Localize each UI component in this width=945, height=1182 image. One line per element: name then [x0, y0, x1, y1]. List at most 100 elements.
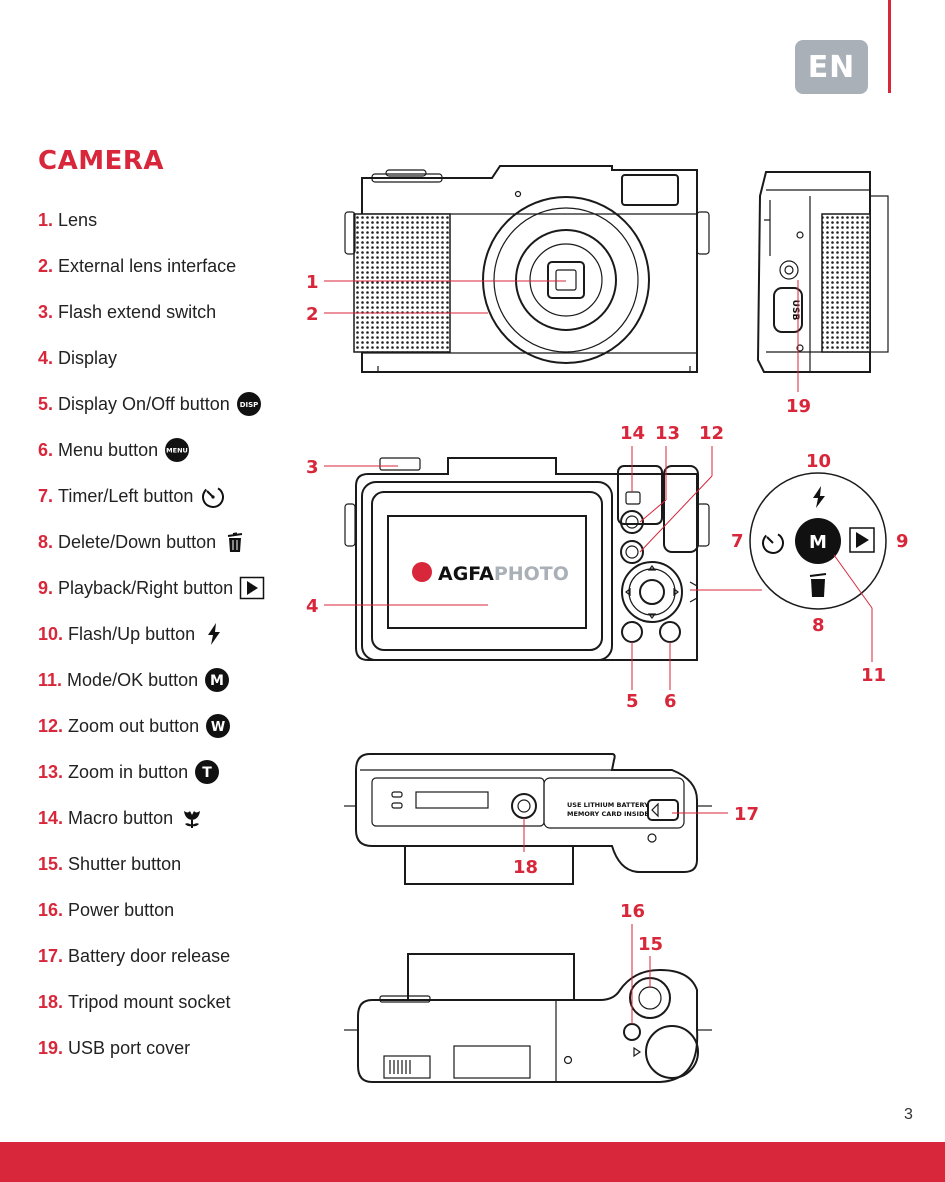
callout-14: 14: [620, 423, 645, 444]
agfa-logo-dot: [412, 562, 432, 582]
mode-icon: M: [204, 667, 230, 693]
ok-button: [639, 579, 665, 605]
legend-item: 2. External lens interface: [38, 243, 265, 289]
camera-back-view: AGFAPHOTO: [344, 457, 710, 661]
timer-icon: [199, 483, 225, 509]
flash-window: [621, 174, 679, 206]
legend-label: Playback/Right button: [58, 577, 234, 598]
dpad-dial: [621, 561, 683, 623]
lens-bottom: [404, 845, 574, 885]
callout-numbers: 1 2 3 4 5 6 7 8 9 10 11 12 13 14 15 16 1…: [306, 272, 909, 955]
callout-10: 10: [806, 451, 831, 472]
legend-item: 14. Macro button: [38, 795, 265, 841]
battery-text-line1: USE LITHIUM BATTERY: [567, 801, 649, 809]
tripod-mount-socket: [511, 793, 537, 819]
callout-17: 17: [734, 804, 759, 825]
legend-label: Timer/Left button: [58, 485, 194, 506]
callout-12: 12: [699, 423, 724, 444]
flash-icon: [813, 486, 825, 508]
legend-label: Tripod mount socket: [68, 991, 231, 1012]
legend-label: Flash extend switch: [58, 301, 217, 322]
dpad-enlarged: M: [749, 472, 887, 610]
legend-label: USB port cover: [68, 1037, 191, 1058]
flash-icon: [201, 621, 227, 647]
playback-icon: [849, 527, 875, 553]
brand-part-1: AGFA: [438, 563, 494, 585]
callout-7: 7: [731, 531, 744, 552]
legend-item: 15. Shutter button: [38, 841, 265, 887]
usb-port-cover: [773, 287, 803, 333]
timer-icon: [762, 532, 784, 554]
legend-label: Zoom out button: [68, 715, 200, 736]
disp-icon: DISP: [236, 391, 262, 417]
callout-13: 13: [655, 423, 680, 444]
legend-number: 9.: [38, 577, 54, 598]
legend-number: 11.: [38, 669, 63, 690]
trash-icon: [809, 573, 827, 597]
legend-number: 16.: [38, 899, 64, 920]
legend-item: 4. Display: [38, 335, 265, 381]
lens-ring: [482, 196, 650, 364]
display: [387, 515, 587, 629]
legend-item: 10. Flash/Up button: [38, 611, 265, 657]
legend-item: 11. Mode/OK button M: [38, 657, 265, 703]
camera-front-view: [344, 165, 710, 373]
flip-display-frame: [361, 481, 613, 661]
legend-number: 14.: [38, 807, 64, 828]
zoom-out-icon: W: [205, 713, 231, 739]
legend-label: Zoom in button: [68, 761, 189, 782]
legend-label: External lens interface: [58, 255, 237, 276]
footer-band: [0, 1142, 945, 1182]
parts-legend: 1. Lens 2. External lens interface 3. Fl…: [38, 197, 265, 1071]
legend-label: Display: [58, 347, 118, 368]
brand-part-2: PHOTO: [494, 563, 569, 585]
legend-number: 10.: [38, 623, 64, 644]
legend-item: 12. Zoom out button W: [38, 703, 265, 749]
legend-number: 7.: [38, 485, 54, 506]
legend-label: Lens: [58, 209, 98, 230]
legend-number: 15.: [38, 853, 64, 874]
legend-number: 4.: [38, 347, 54, 368]
legend-label: Menu button: [58, 439, 159, 460]
legend-item: 16. Power button: [38, 887, 265, 933]
header-rule: [888, 0, 891, 93]
legend-item: 17. Battery door release: [38, 933, 265, 979]
display-onoff-button: [621, 621, 643, 643]
battery-text-line2: MEMORY CARD INSIDE: [567, 810, 649, 818]
legend-number: 6.: [38, 439, 54, 460]
page-number: 3: [904, 1106, 913, 1123]
camera-top-view: [344, 953, 712, 1083]
usb-label: USB: [790, 300, 800, 321]
legend-number: 1.: [38, 209, 54, 230]
legend-label: Shutter button: [68, 853, 182, 874]
zoom-out-button: [620, 540, 644, 564]
battery-door-release: [647, 799, 679, 821]
legend-number: 12.: [38, 715, 64, 736]
callout-5: 5: [626, 691, 639, 712]
power-button: [623, 1023, 641, 1041]
zoom-in-icon-text: T: [202, 765, 212, 781]
zoom-out-icon-text: W: [211, 720, 225, 735]
macro-icon: [179, 805, 205, 831]
legend-number: 17.: [38, 945, 64, 966]
menu-icon: MENU: [164, 437, 190, 463]
callout-9: 9: [896, 531, 909, 552]
callout-lines: [324, 280, 873, 1024]
disp-icon-text: DISP: [240, 401, 259, 409]
legend-number: 13.: [38, 761, 64, 782]
legend-item: 3. Flash extend switch: [38, 289, 265, 335]
mode-ok-button: [795, 518, 841, 564]
mode-icon-text: M: [210, 673, 224, 689]
legend-item: 9. Playback/Right button: [38, 565, 265, 611]
trash-icon: [222, 529, 248, 555]
hot-shoe: [453, 1045, 531, 1079]
section-title: CAMERA: [38, 146, 164, 176]
callout-11: 11: [861, 665, 886, 686]
legend-label: Macro button: [68, 807, 174, 828]
legend-item: 7. Timer/Left button: [38, 473, 265, 519]
legend-item: 1. Lens: [38, 197, 265, 243]
callout-15: 15: [638, 934, 663, 955]
lens-barrel: [515, 229, 617, 331]
legend-label: Delete/Down button: [58, 531, 217, 552]
